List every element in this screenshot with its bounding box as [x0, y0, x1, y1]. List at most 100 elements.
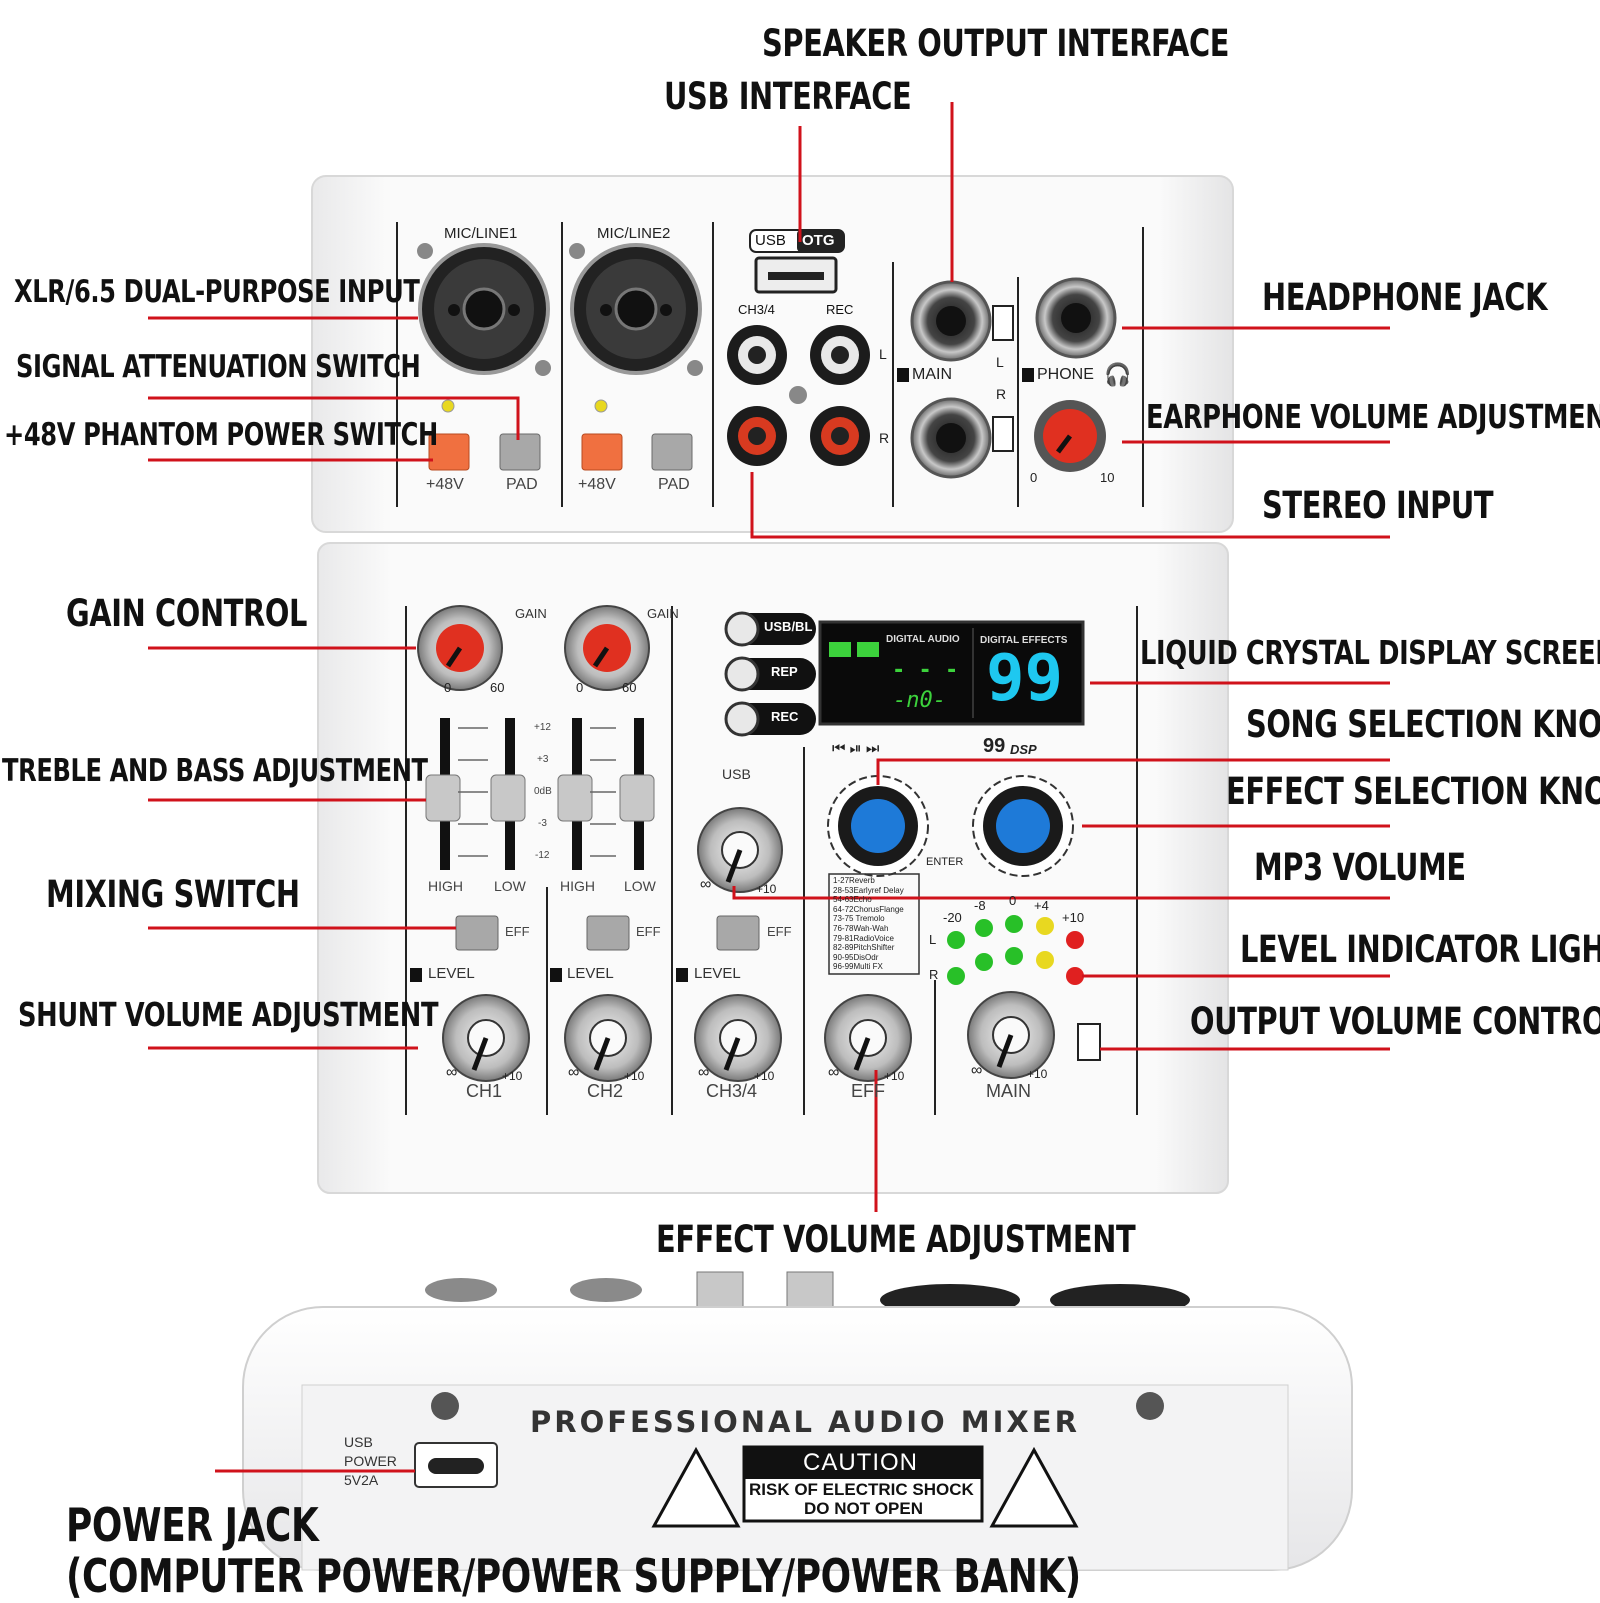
channel-label-ch34: CH3/4 — [706, 1081, 758, 1101]
level-marker — [410, 968, 422, 982]
usb-badge-right: OTG — [802, 232, 835, 249]
effect-list-item: 28-53Earlyref Delay — [833, 885, 904, 895]
pad-button-2[interactable] — [651, 433, 693, 471]
eq-fader-ch2-high[interactable] — [557, 718, 593, 870]
usb-otg-badge — [749, 229, 845, 253]
speaker-icon — [992, 305, 1014, 341]
usb-power-label-2: POWER — [344, 1453, 397, 1469]
usb-mode-label: USB — [722, 766, 751, 782]
callout-song-selection: SONG SELECTION KNOB — [1246, 703, 1600, 746]
callout-earphone-volume: EARPHONE VOLUME ADJUSTMENT — [1146, 397, 1600, 436]
meter-label-3: 0 — [1009, 893, 1017, 908]
transport-icons: ⏮ ⏯ ⏭ — [832, 740, 880, 757]
channel-label-main: MAIN — [986, 1081, 1031, 1101]
eff-send-button-ch2[interactable] — [586, 915, 630, 951]
led-meter — [947, 915, 1084, 985]
mp3-min: ∞ — [700, 876, 712, 893]
usb-otg-port[interactable] — [754, 256, 838, 294]
dsp-brand-text: DSP — [1010, 742, 1037, 757]
level-min-ch34: ∞ — [698, 1064, 710, 1081]
channel-label-ch2: CH2 — [587, 1081, 624, 1101]
song-selection-knob[interactable] — [827, 775, 929, 877]
gain-label-ch1: GAIN — [515, 606, 547, 621]
xlr-combo-jack-1[interactable] — [417, 243, 551, 376]
effect-list-item: 79-81RadioVoice — [833, 933, 894, 943]
main-out-jack-l[interactable] — [910, 280, 992, 362]
panel-screw — [789, 386, 807, 404]
rca-rec-l[interactable] — [810, 325, 870, 385]
caution-line-1: RISK OF ELECTRIC SHOCK — [749, 1480, 974, 1499]
eq-scale-5: -12 — [535, 850, 550, 861]
level-marker — [676, 968, 688, 982]
lcd-track-readout: -n0- — [893, 688, 946, 713]
rec-label: REC — [771, 709, 799, 724]
level-marker — [897, 368, 909, 382]
gain-min-ch1: 0 — [444, 680, 452, 695]
callout-signal-attenuation: SIGNAL ATTENUATION SWITCH — [16, 349, 421, 385]
eq-scale-1: +12 — [534, 722, 551, 733]
level-knob-ch1[interactable] — [442, 994, 530, 1082]
phone-volume-knob[interactable] — [1034, 400, 1106, 472]
effect-list-item: 1-27Reverb — [833, 876, 875, 885]
eff-send-button-ch1[interactable] — [455, 915, 499, 951]
mp3-max: +10 — [756, 882, 777, 896]
level-label-ch1: LEVEL — [428, 965, 475, 982]
effect-list-box — [828, 873, 920, 975]
rca-ch34-l[interactable] — [727, 325, 787, 385]
callout-stereo-input: STEREO INPUT — [1262, 484, 1494, 527]
main-volume-knob[interactable] — [967, 991, 1055, 1079]
usb-c-power-port[interactable] — [414, 1442, 498, 1488]
rca-ch34-r[interactable] — [727, 406, 787, 466]
effect-list: 1-27Reverb 28-53Earlyref Delay 54-63Echo… — [833, 876, 921, 972]
pad-button-1[interactable] — [499, 433, 541, 471]
effect-volume-knob[interactable] — [824, 994, 912, 1082]
level-knob-ch2[interactable] — [564, 994, 652, 1082]
usb-bl-button[interactable] — [724, 611, 816, 647]
phone-label: PHONE — [1037, 366, 1094, 383]
lcd-digital-audio: DIGITAL AUDIO — [886, 634, 960, 645]
eq-scale-2: +3 — [537, 754, 549, 765]
callout-shunt-volume: SHUNT VOLUME ADJUSTMENT — [18, 995, 439, 1034]
effect-list-item: 64-72ChorusFlange — [833, 904, 904, 914]
gain-knob-ch1[interactable] — [417, 605, 503, 691]
level-knob-ch34[interactable] — [694, 994, 782, 1082]
rear-screw — [1136, 1392, 1164, 1420]
rec-button[interactable] — [724, 701, 816, 737]
rep-button[interactable] — [724, 656, 816, 692]
level-min-eff: ∞ — [828, 1064, 840, 1081]
eq-scale-4: -3 — [538, 818, 547, 829]
gain-min-ch2: 0 — [576, 680, 584, 695]
effect-selection-knob[interactable] — [972, 775, 1074, 877]
effect-list-item: 54-63Echo — [833, 895, 872, 905]
eq-fader-ch2-low[interactable] — [619, 718, 655, 870]
rear-title: PROFESSIONAL AUDIO MIXER — [530, 1405, 1080, 1439]
mp3-volume-knob[interactable] — [697, 807, 783, 893]
effect-list-item: 90-95DisOdr — [833, 952, 879, 962]
callout-power-jack: POWER JACK — [66, 1498, 319, 1552]
level-label-ch34: LEVEL — [694, 965, 741, 982]
xlr-combo-jack-2[interactable] — [569, 243, 703, 376]
lcd-digital-effects: DIGITAL EFFECTS — [980, 635, 1068, 646]
main-out-jack-r[interactable] — [910, 397, 992, 479]
lcd-display — [818, 620, 1085, 726]
channel-label-eff: EFF — [851, 1081, 885, 1101]
callout-mp3-volume: MP3 VOLUME — [1254, 846, 1466, 889]
phantom-button-2[interactable] — [581, 433, 623, 471]
rca-rec-r[interactable] — [810, 406, 870, 466]
pad-label-1: PAD — [506, 476, 538, 493]
top-panel: 🎧 — [311, 175, 1234, 533]
headphone-jack[interactable] — [1035, 277, 1117, 359]
eff-send-button-ch34[interactable] — [716, 915, 760, 951]
callout-lcd-screen: LIQUID CRYSTAL DISPLAY SCREEN — [1140, 633, 1600, 672]
eq-fader-ch1-high[interactable] — [425, 718, 461, 870]
callout-effect-volume: EFFECT VOLUME ADJUSTMENT — [656, 1218, 1136, 1261]
level-min-main: ∞ — [971, 1062, 983, 1079]
callout-headphone-jack: HEADPHONE JACK — [1262, 276, 1548, 319]
high-label-ch1: HIGH — [428, 878, 463, 894]
meter-label-4: +4 — [1034, 898, 1049, 913]
meter-label-5: +10 — [1062, 910, 1085, 925]
eq-fader-ch1-low[interactable] — [490, 718, 526, 870]
gain-knob-ch2[interactable] — [564, 605, 650, 691]
phantom-button-1[interactable] — [428, 433, 470, 471]
